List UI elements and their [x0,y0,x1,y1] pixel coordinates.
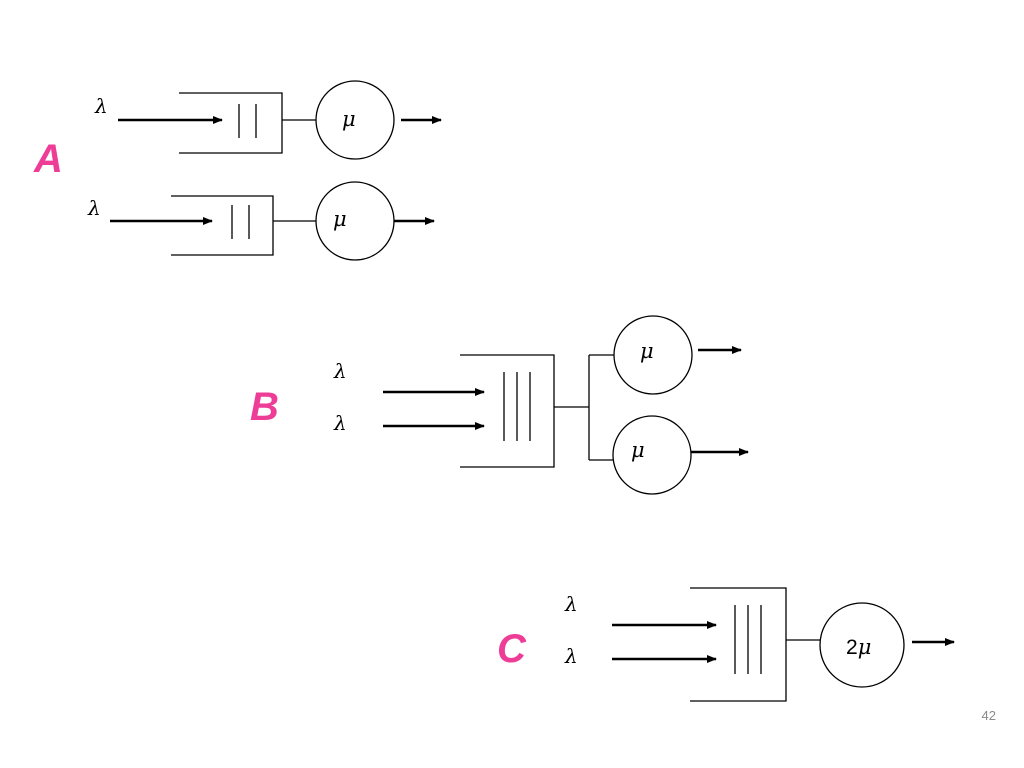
queue-buffer [179,92,283,154]
section-c-label: C [497,627,527,671]
arrival-rate-label: λ [87,196,101,220]
service-rate-label: μ [342,107,356,131]
arrival-rate-label: λ [333,411,347,435]
queue-buffer [460,354,555,468]
section-a-label: A [33,137,63,181]
arrival-rate-label: λ [564,644,578,668]
server-circle [315,80,395,160]
server-circle [612,415,692,495]
arrival-rate-label: λ [333,359,347,383]
service-rate-label: μ [640,339,654,363]
server-circle [819,602,905,688]
section-a-queue-1: λ μ [94,80,442,160]
arrival-rate-label: λ [94,94,108,118]
service-rate-label: μ [631,438,645,462]
double-service-rate-label: 2μ [846,635,871,659]
section-b-system: λ λ μ μ [333,315,749,495]
service-rate-label: μ [333,207,347,231]
slide-number: 42 [981,708,996,723]
section-b-label: B [250,385,279,429]
section-c-system: λ λ 2μ [564,587,955,702]
arrival-rate-label: λ [564,592,578,616]
section-a-queue-2: λ μ [87,181,435,261]
queue-buffer [171,195,274,256]
queue-buffer [690,587,787,702]
server-circle [315,181,395,261]
server-circle [613,315,693,395]
